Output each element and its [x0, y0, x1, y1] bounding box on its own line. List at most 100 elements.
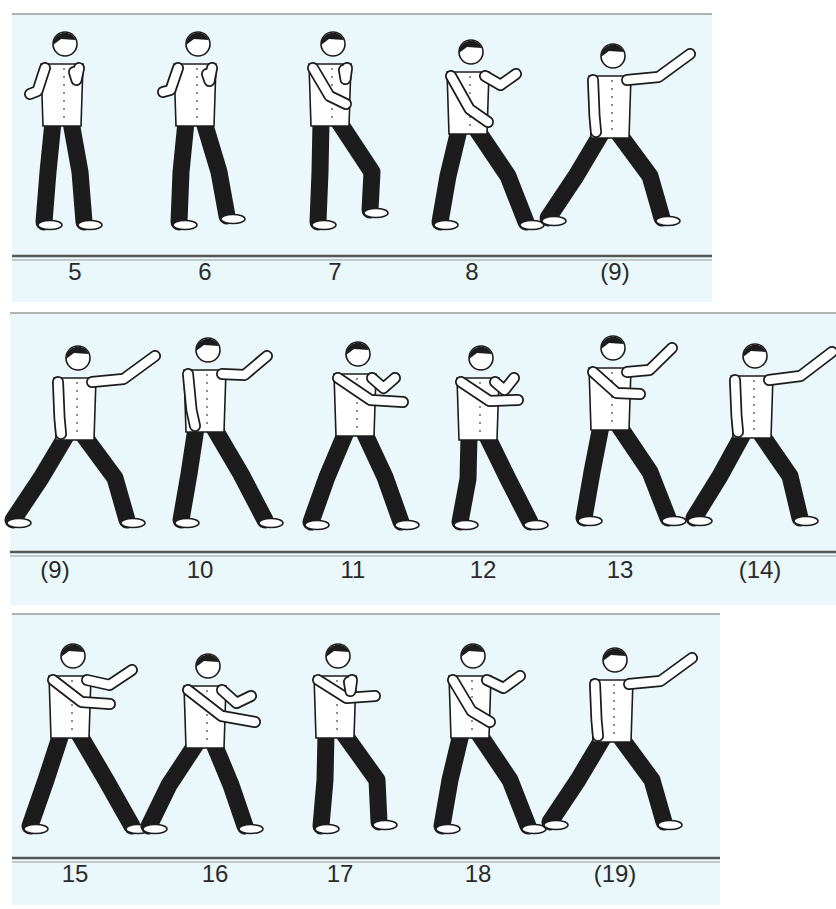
sleeve — [595, 684, 598, 736]
head — [61, 644, 85, 668]
trouser-leg — [364, 432, 401, 522]
head — [196, 654, 220, 678]
arm-outline — [58, 382, 61, 434]
buttons — [197, 68, 198, 122]
step-number: 15 — [62, 862, 89, 886]
sleeve — [87, 670, 132, 685]
step-number: 13 — [607, 558, 634, 582]
shoe — [259, 519, 283, 528]
trouser-leg — [694, 434, 743, 518]
step-number: 6 — [198, 260, 211, 284]
figure — [542, 44, 690, 226]
head — [346, 342, 370, 366]
buttons — [612, 80, 613, 134]
shoe — [522, 825, 546, 834]
figure — [175, 338, 283, 528]
buttons — [612, 372, 613, 426]
arm-outline — [207, 68, 212, 81]
step-number: (14) — [739, 558, 782, 582]
arm-outline — [485, 74, 516, 85]
arm-outline — [495, 378, 514, 390]
shoe — [7, 519, 31, 528]
shoe — [24, 825, 48, 834]
trouser-leg — [550, 738, 603, 822]
arm-outline — [735, 380, 738, 432]
trouser-leg — [44, 122, 53, 222]
trouser-leg — [479, 734, 528, 826]
sleeve — [163, 68, 178, 92]
arm-outline — [30, 68, 45, 94]
figure — [305, 342, 419, 530]
arm-outline — [338, 378, 403, 402]
shoe — [520, 221, 544, 230]
panel-edge — [12, 13, 712, 15]
shoe — [524, 521, 548, 530]
hair — [346, 343, 369, 355]
panel-edge — [10, 312, 836, 314]
shoe — [312, 221, 336, 230]
trouser-leg — [84, 436, 127, 520]
buttons — [64, 68, 65, 122]
sleeve — [222, 356, 267, 375]
sleeve — [593, 80, 596, 132]
base-rule — [10, 556, 836, 557]
sleeve — [207, 68, 212, 81]
panel-ground — [10, 313, 836, 605]
trouser-leg — [13, 436, 66, 520]
arm-outline — [163, 68, 178, 92]
shoe — [542, 217, 566, 226]
figure — [24, 644, 150, 834]
shoe — [578, 517, 602, 526]
head — [469, 346, 493, 370]
sleeve — [338, 378, 403, 402]
hair — [321, 33, 344, 45]
shoe — [143, 825, 167, 834]
hair — [469, 347, 492, 359]
trouser-leg — [548, 134, 601, 218]
trouser-leg — [214, 744, 245, 826]
head — [196, 338, 220, 362]
figures — [7, 32, 832, 834]
hair — [186, 33, 209, 45]
figure — [163, 32, 245, 230]
trouser-leg — [619, 134, 662, 218]
head — [601, 336, 625, 360]
head — [321, 32, 345, 56]
step-number: 5 — [68, 260, 81, 284]
panel-edge — [12, 613, 720, 615]
hair — [61, 645, 84, 657]
sleeve — [30, 68, 45, 94]
trouser-leg — [30, 734, 61, 826]
shoe — [794, 517, 818, 526]
shoe — [662, 517, 686, 526]
arm-outline — [222, 356, 267, 375]
step-number: 7 — [328, 260, 341, 284]
shoe — [121, 519, 145, 528]
arm-outline — [188, 374, 195, 426]
sleeve — [313, 68, 346, 104]
base-rule — [12, 857, 720, 860]
arm-outline — [313, 68, 346, 104]
arm-outline — [222, 690, 251, 703]
figure — [143, 654, 263, 834]
trouser-leg — [584, 426, 601, 518]
head — [53, 32, 77, 56]
step-number: 8 — [465, 260, 478, 284]
hair — [743, 345, 766, 357]
shoe — [658, 821, 682, 830]
sleeve — [188, 374, 195, 426]
head — [461, 644, 485, 668]
hair — [196, 655, 219, 667]
buttons — [77, 382, 78, 436]
sleeve — [349, 680, 352, 691]
trouser-leg — [311, 432, 346, 522]
arm-outline — [349, 680, 352, 691]
trouser-leg — [440, 130, 459, 222]
trouser-leg — [477, 130, 526, 222]
trouser-leg — [621, 738, 664, 822]
sleeve — [735, 380, 738, 432]
sleeve — [58, 382, 61, 434]
hair — [326, 645, 349, 657]
